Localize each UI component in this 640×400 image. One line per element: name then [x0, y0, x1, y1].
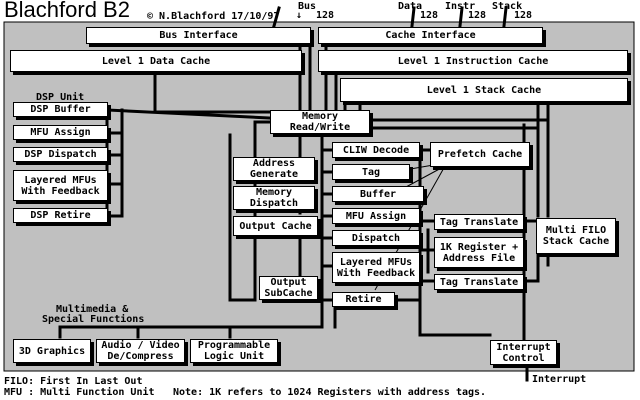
data-bus-line: [410, 6, 416, 28]
tag-block: Tag: [332, 164, 410, 180]
l1-instruction-cache-block: Level 1 Instruction Cache: [318, 50, 628, 72]
instr-bus-line: [458, 6, 464, 28]
stack-bus-label: Stack: [492, 1, 523, 12]
filo-footnote: FILO: First In Last Out: [4, 376, 143, 387]
register-file-block: 1K Register +Address File: [434, 237, 524, 268]
dispatch-block: Dispatch: [332, 230, 420, 246]
tag-translate-top-block: Tag Translate: [434, 214, 524, 230]
bus-width: 128: [316, 10, 335, 21]
buffer-block: Buffer: [332, 186, 424, 202]
copyright-label: © N.Blachford 17/10/97: [147, 11, 280, 22]
mfu-assign-block: MFU Assign: [332, 208, 420, 224]
cache-interface-block: Cache Interface: [318, 27, 543, 44]
diagram-title: Blachford B2: [4, 0, 130, 22]
bus-line: [272, 6, 281, 28]
data-bus-width: 128: [420, 10, 439, 21]
l1-data-cache-block: Level 1 Data Cache: [10, 50, 302, 72]
prefetch-cache-block: Prefetch Cache: [430, 142, 530, 167]
retire-block: Retire: [332, 292, 395, 307]
stack-bus-width: 128: [514, 10, 533, 21]
dsp-retire-block: DSP Retire: [13, 208, 108, 223]
instr-bus-label: Instr: [445, 1, 476, 12]
bus-interface-block: Bus Interface: [86, 27, 311, 44]
multimedia-label-line2: Special Functions: [42, 314, 145, 325]
3d-graphics-block: 3D Graphics: [13, 339, 91, 363]
dsp-dispatch-block: DSP Dispatch: [13, 147, 108, 162]
tag-translate-bottom-block: Tag Translate: [434, 274, 524, 290]
note-footnote: Note: 1K refers to 1024 Registers with a…: [173, 387, 487, 398]
bus-label: Bus: [298, 1, 317, 12]
bus-width-arrow: ↓: [296, 10, 303, 21]
output-cache-block: Output Cache: [233, 216, 318, 236]
mfu-footnote: MFU : Multi Function Unit: [4, 387, 155, 398]
data-bus-label: Data: [398, 1, 423, 12]
dsp-buffer-block: DSP Buffer: [13, 102, 108, 117]
l1-stack-cache-block: Level 1 Stack Cache: [340, 78, 628, 102]
dsp-mfu-assign-block: MFU Assign: [13, 125, 108, 140]
stack-bus-line: [502, 6, 508, 28]
interrupt-label: Interrupt: [532, 374, 587, 385]
dsp-unit-label: DSP Unit: [36, 92, 85, 103]
cliw-decode-block: CLIW Decode: [332, 142, 420, 158]
multimedia-label-line1: Multimedia &: [56, 304, 129, 315]
instr-bus-width: 128: [468, 10, 487, 21]
